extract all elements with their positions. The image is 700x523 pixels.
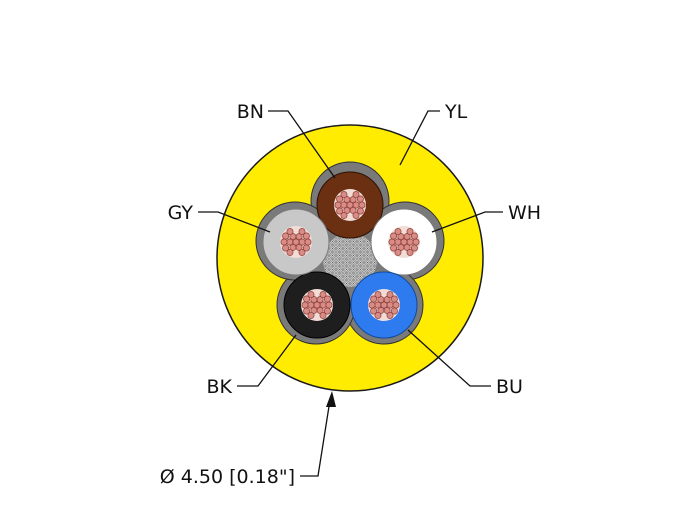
conductor-brown [316, 171, 384, 239]
leader-line-yl [399, 110, 440, 166]
leader-line-gy [198, 211, 271, 233]
label-wh: WH [508, 202, 541, 224]
conductor-blue [350, 271, 418, 339]
shield-braid [323, 233, 377, 287]
leader-line-wh [431, 211, 503, 233]
leader-line-bu [407, 329, 491, 387]
label-bk: BK [207, 376, 233, 398]
label-gy: GY [168, 202, 194, 224]
label-diameter: Ø 4.50 [0.18"] [160, 466, 295, 488]
leader-line-diameter [300, 399, 331, 477]
label-bu: BU [496, 376, 523, 398]
label-bn: BN [237, 101, 264, 123]
arrowhead-icon [326, 391, 336, 407]
conductor-black [283, 271, 351, 339]
conductor-gray [262, 208, 330, 276]
leader-line-bn [268, 110, 336, 179]
leader-line-bk [237, 334, 297, 387]
label-yl: YL [444, 101, 468, 123]
conductor-white [370, 208, 438, 276]
